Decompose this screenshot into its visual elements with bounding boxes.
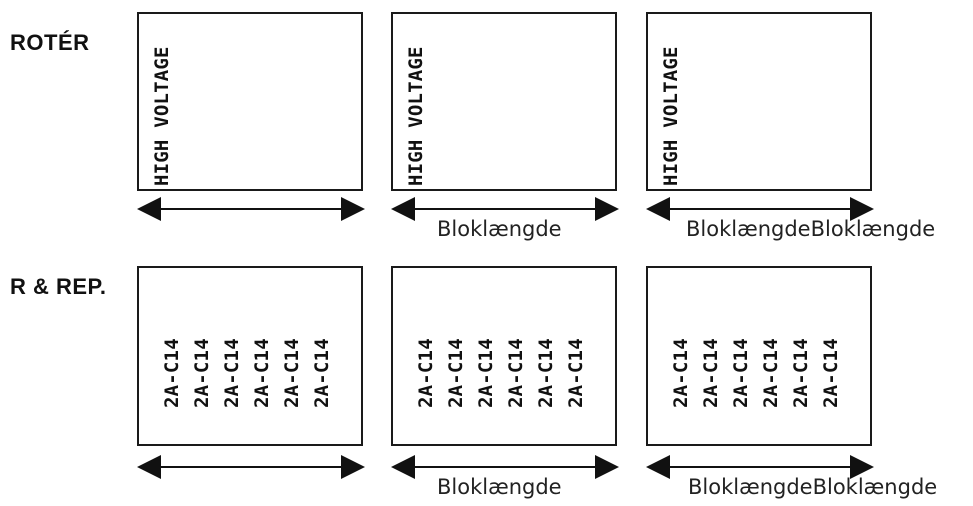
label-text-line: 2A-C14 [191, 338, 213, 408]
label-text-line: 2A-C14 [445, 338, 467, 408]
label-panel-rotate-2: HIGH VOLTAGE [391, 12, 617, 191]
dimension-arrow [391, 455, 619, 479]
dimension-arrow [646, 455, 874, 479]
dimension-label-double-block-length: BloklængdeBloklængde [688, 475, 938, 499]
label-text-line: 2A-C14 [700, 338, 722, 408]
label-text-line: 2A-C14 [221, 338, 243, 408]
label-text-high-voltage: HIGH VOLTAGE [405, 46, 427, 186]
label-text-line: 2A-C14 [505, 338, 527, 408]
label-text-line: 2A-C14 [415, 338, 437, 408]
label-text-line: 2A-C14 [760, 338, 782, 408]
label-text-line: 2A-C14 [790, 338, 812, 408]
label-panel-rotate-repeat-2: 2A-C14 2A-C14 2A-C14 2A-C14 2A-C14 2A-C1… [391, 266, 617, 446]
row-label-rotate: ROTÉR [10, 30, 90, 55]
label-panel-rotate-1: HIGH VOLTAGE [137, 12, 363, 191]
label-text-line: 2A-C14 [535, 338, 557, 408]
row-label-rotate-repeat: R & REP. [10, 274, 107, 299]
dimension-label-block-length: Bloklængde [437, 475, 562, 499]
label-text-line: 2A-C14 [820, 338, 842, 408]
label-panel-rotate-repeat-3: 2A-C14 2A-C14 2A-C14 2A-C14 2A-C14 2A-C1… [646, 266, 872, 446]
dimension-arrow [646, 197, 874, 221]
label-text-line: 2A-C14 [161, 338, 183, 408]
label-text-line: 2A-C14 [281, 338, 303, 408]
dimension-arrow [391, 197, 619, 221]
label-text-line: 2A-C14 [311, 338, 333, 408]
label-text-high-voltage: HIGH VOLTAGE [660, 46, 682, 186]
dimension-arrow [137, 197, 365, 221]
label-panel-rotate-repeat-1: 2A-C14 2A-C14 2A-C14 2A-C14 2A-C14 2A-C1… [137, 266, 363, 446]
dimension-arrow [137, 455, 365, 479]
label-text-line: 2A-C14 [565, 338, 587, 408]
dimension-label-block-length: Bloklængde [437, 217, 562, 241]
label-text-line: 2A-C14 [475, 338, 497, 408]
label-text-line: 2A-C14 [251, 338, 273, 408]
label-text-line: 2A-C14 [730, 338, 752, 408]
label-text-high-voltage: HIGH VOLTAGE [151, 46, 173, 186]
label-panel-rotate-3: HIGH VOLTAGE [646, 12, 872, 191]
label-text-line: 2A-C14 [670, 338, 692, 408]
dimension-label-double-block-length: BloklængdeBloklængde [686, 217, 936, 241]
